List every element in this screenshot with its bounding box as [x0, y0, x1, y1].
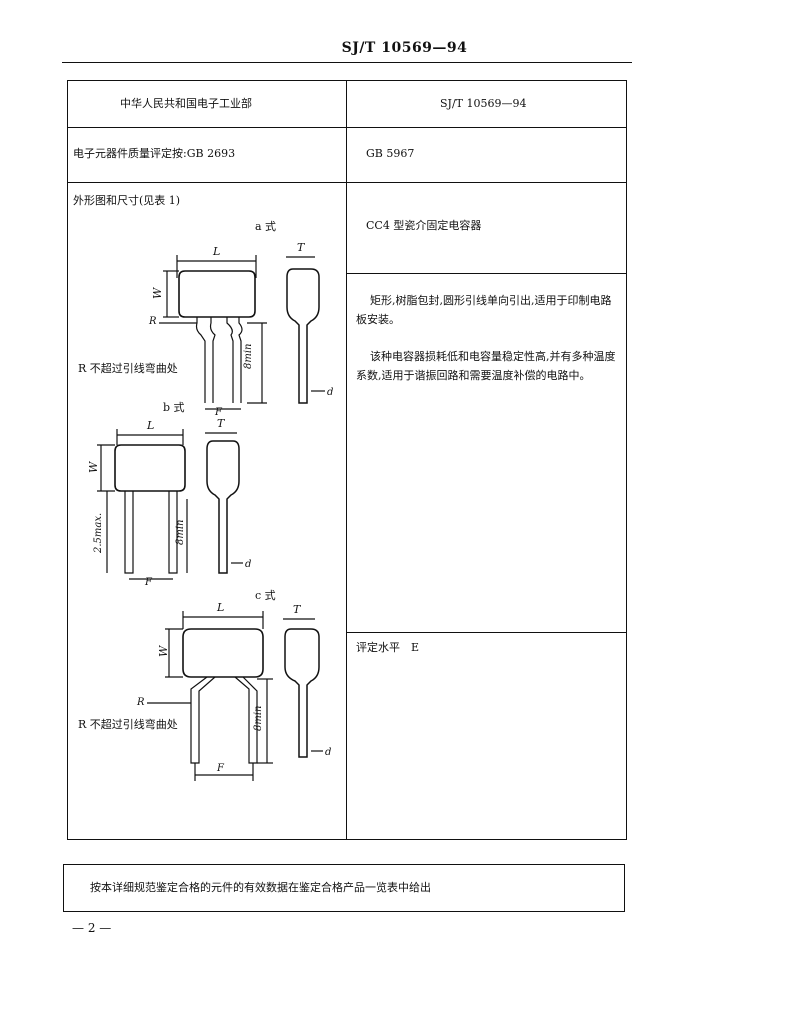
style-a-note: R 不超过引线弯曲处	[78, 362, 178, 375]
a-d-label: d	[327, 387, 333, 398]
b-pitch-label: 2.5max.	[93, 513, 104, 554]
assessment-level: 评定水平 E	[356, 641, 420, 654]
a-lead-left	[195, 317, 216, 403]
b-F-label: F	[144, 577, 153, 588]
style-a-label: a 式	[255, 220, 276, 233]
outline-drawings: a 式 L W R 8min F T d b 式 L W 2.5max. 8mi…	[87, 220, 333, 781]
page-number: — 2 —	[72, 921, 112, 935]
b-body	[114, 444, 186, 492]
a-T-label: T	[297, 241, 306, 254]
ministry-name: 中华人民共和国电子工业部	[120, 97, 252, 110]
capacitor-type-title: CC4 型瓷介固定电容器	[366, 219, 482, 232]
b-side-view	[206, 440, 240, 574]
running-header: SJ/T 10569—94	[341, 40, 468, 56]
description-paragraph-2: 该种电容器损耗低和电容量稳定性高,并有多种温度系数,适用于谐振回路和需要温度补偿…	[356, 350, 616, 382]
row-rule-1	[67, 127, 627, 128]
b-W-label: W	[87, 460, 100, 473]
b-d-label: d	[245, 559, 251, 570]
row-rule-2	[67, 182, 627, 183]
header-rule	[62, 62, 632, 63]
gb-reference: GB 5967	[366, 147, 415, 160]
a-lead-right	[226, 317, 243, 403]
a-R-label: R	[148, 316, 157, 327]
c-d-label: d	[325, 747, 331, 758]
c-T-label: T	[293, 603, 302, 616]
c-lead-length-label: 8min	[253, 706, 264, 731]
b-lead-right	[168, 491, 178, 574]
a-L-label: L	[212, 245, 220, 258]
spec-table	[67, 80, 627, 840]
c-W-label: W	[157, 644, 170, 657]
row-rule-3	[346, 273, 627, 274]
c-R-label: R	[136, 697, 145, 708]
a-side-view	[286, 268, 320, 404]
style-c-note: R 不超过引线弯曲处	[78, 718, 178, 731]
b-lead-left	[124, 491, 134, 574]
footer-note: 按本详细规范鉴定合格的元件的有效数据在鉴定合格产品一览表中给出	[90, 881, 431, 894]
description-paragraph-1: 矩形,树脂包封,圆形引线单向引出,适用于印制电路板安装。	[356, 294, 612, 326]
row-rule-4	[346, 632, 627, 633]
b-L-label: L	[146, 419, 154, 432]
c-F-label: F	[216, 763, 225, 774]
a-body	[178, 270, 256, 318]
style-b-label: b 式	[163, 401, 185, 414]
c-L-label: L	[216, 601, 224, 614]
column-divider	[346, 80, 347, 840]
standard-number: SJ/T 10569—94	[440, 97, 527, 110]
outline-heading: 外形图和尺寸(见表 1)	[73, 194, 181, 207]
c-body	[182, 628, 264, 678]
a-W-label: W	[151, 286, 164, 299]
a-lead-length-label: 8min	[243, 344, 254, 369]
quality-assessment-basis: 电子元器件质量评定按:GB 2693	[73, 147, 236, 160]
b-lead-length-label: 8min	[175, 520, 186, 545]
b-T-label: T	[217, 417, 226, 430]
footer-note-box	[63, 864, 625, 912]
c-lead-left	[190, 676, 216, 764]
a-F-label: F	[214, 407, 223, 418]
style-c-label: c 式	[255, 589, 276, 602]
c-side-view	[284, 628, 320, 758]
